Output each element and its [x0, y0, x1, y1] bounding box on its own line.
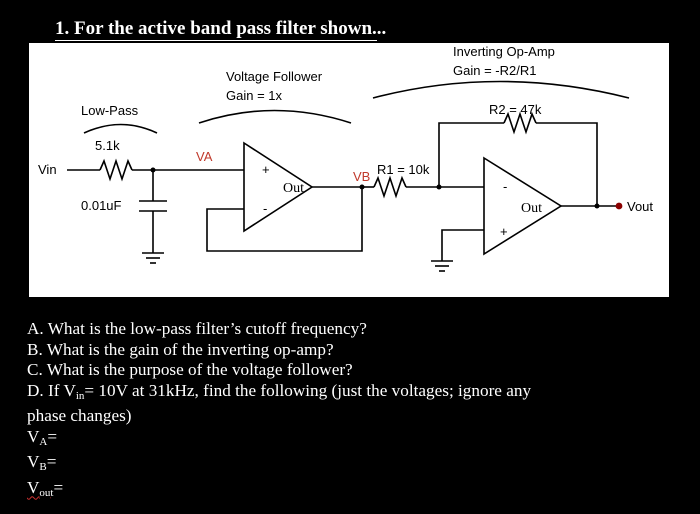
vb-sub: B: [39, 461, 47, 473]
opamp2-minus: -: [503, 179, 507, 194]
output-terminal-dot: [615, 202, 623, 210]
resistor-r2: [503, 111, 537, 135]
r2-label: R2 = 47k: [489, 102, 542, 117]
inverting-label-line2: Gain = -R2/R1: [453, 63, 536, 78]
question-d-sub: in: [75, 389, 85, 402]
vb-label: VB: [353, 169, 370, 184]
vout-equals: =: [53, 477, 64, 497]
opamp1-minus: -: [263, 201, 267, 216]
vout-sub: out: [39, 486, 54, 499]
node-dot-output: [594, 203, 600, 209]
ground-1-icon: [142, 248, 164, 264]
follower-label-line1: Voltage Follower: [226, 69, 323, 84]
opamp2-plus: +: [500, 224, 508, 239]
node-dot-opamp1: [359, 184, 365, 190]
opamp2-body: [483, 156, 563, 256]
opamp1-body: [243, 141, 314, 233]
vb-equals: =: [46, 452, 57, 471]
va-sub: A: [39, 435, 48, 448]
follower-feedback: [206, 187, 363, 252]
opamp1-out-label: Out: [283, 181, 304, 196]
resistor-5k1: [99, 158, 133, 182]
answer-vb: VB=: [27, 452, 667, 478]
wires: [67, 80, 630, 256]
vout-symbol-group: Vout: [27, 477, 54, 499]
r1-label: R1 = 10k: [377, 162, 430, 177]
question-d: D. If Vin= 10V at 31kHz, find the follow…: [27, 381, 667, 407]
vin-label: Vin: [38, 162, 57, 177]
follower-label-line2: Gain = 1x: [226, 88, 283, 103]
vout-label: Vout: [627, 199, 653, 214]
resistor-r1: [373, 175, 407, 199]
answer-vout: Vout=: [27, 478, 667, 504]
node-dot-r1: [436, 184, 442, 190]
inverting-label-line1: Inverting Op-Amp: [453, 44, 555, 59]
capacitor-label: 0.01uF: [81, 198, 122, 213]
opamp2-out-label: Out: [521, 201, 542, 216]
r2-right: [536, 122, 598, 206]
inverting-brace: [372, 80, 630, 99]
r2-left: [438, 122, 504, 187]
opamp1-plus: +: [262, 162, 270, 177]
question-d-line2: phase changes): [27, 406, 132, 425]
question-title: 1. For the active band pass filter shown…: [55, 18, 387, 39]
question-list: A. What is the low-pass filter’s cutoff …: [27, 319, 667, 503]
question-b: B. What is the gain of the inverting op-…: [27, 339, 334, 359]
circuit-diagram: Low-Pass 5.1k Vin 0.01uF VA Voltage Foll…: [29, 43, 669, 297]
follower-brace: [198, 109, 352, 124]
question-a: A. What is the low-pass filter’s cutoff …: [27, 319, 367, 338]
question-c: C. What is the purpose of the voltage fo…: [27, 360, 353, 379]
vout-symbol: V: [27, 477, 40, 497]
title-underline: [55, 40, 377, 41]
question-d-part2: = 10V at 31kHz, find the following (just…: [84, 380, 532, 400]
ground-2-icon: [431, 256, 453, 272]
plus-to-ground: [441, 229, 484, 256]
va-equals: =: [47, 426, 58, 446]
node-dot-cap: [150, 167, 156, 173]
lowpass-brace: [83, 123, 158, 134]
va-label: VA: [196, 149, 213, 164]
lowpass-label: Low-Pass: [81, 103, 139, 118]
va-symbol: V: [27, 426, 40, 446]
circuit-svg: Low-Pass 5.1k Vin 0.01uF VA Voltage Foll…: [38, 44, 653, 272]
resistor-5k1-label: 5.1k: [95, 138, 120, 153]
vb-symbol: V: [27, 452, 40, 471]
question-d-part1: D. If V: [27, 380, 76, 400]
answer-va: VA=: [27, 427, 667, 453]
